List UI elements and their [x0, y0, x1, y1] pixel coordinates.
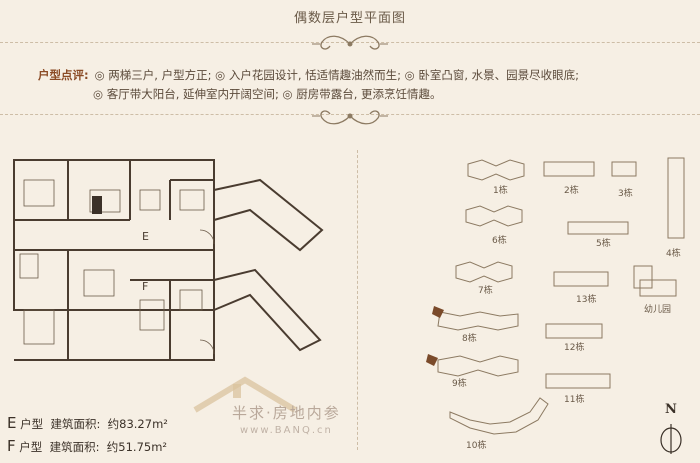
- watermark-logo-icon: [193, 376, 297, 413]
- site-plan-drawing: [426, 157, 685, 435]
- floor-plan: E F: [13, 159, 324, 361]
- unit-f-letter: F: [7, 437, 16, 455]
- watermark-url: www.BANQ.cn: [240, 425, 333, 436]
- building-9-label: 9栋: [452, 379, 467, 389]
- building-7-label: 7栋: [478, 286, 493, 296]
- unit-e-area-label: 建筑面积:: [50, 417, 101, 431]
- building-1-label: 1栋: [493, 186, 508, 196]
- compass-arrow-icon: [660, 424, 682, 454]
- building-4-label: 4栋: [666, 249, 681, 259]
- building-6-label: 6栋: [492, 236, 507, 246]
- building-5-label: 5栋: [596, 239, 611, 249]
- kindergarten-label: 幼儿园: [644, 305, 672, 315]
- site-plan: 1栋 2栋 3栋 4栋 5栋 6栋 7栋 8栋 9栋 10栋 11栋 12栋 1…: [420, 150, 700, 459]
- building-2-label: 2栋: [564, 186, 579, 196]
- building-3-label: 3栋: [618, 189, 633, 199]
- north-compass: N: [658, 402, 684, 458]
- building-13-label: 13栋: [576, 295, 597, 305]
- watermark-brand: 半求·房地内参: [232, 404, 341, 422]
- unit-f-area-value: 约51.75m²: [106, 440, 168, 454]
- unit-e-info: E 户型 建筑面积: 约83.27m²: [7, 414, 168, 432]
- unit-f-info: F 户型 建筑面积: 约51.75m²: [7, 437, 167, 455]
- unit-f-type: 户型: [19, 440, 43, 454]
- north-label: N: [665, 402, 677, 417]
- unit-e-type: 户型: [20, 417, 44, 431]
- unit-e-area-value: 约83.27m²: [107, 417, 168, 431]
- section-divider: [357, 150, 358, 450]
- review-line-1: ◎ 两梯三户, 户型方正; ◎ 入户花园设计, 恬适情趣油然而生; ◎ 卧室凸窗…: [94, 68, 580, 82]
- plan-label-f: F: [142, 280, 148, 293]
- ornament-top-icon: [312, 35, 388, 50]
- building-11-label: 11栋: [564, 395, 585, 405]
- building-12-label: 12栋: [564, 343, 585, 353]
- review-label: 户型点评:: [38, 68, 89, 82]
- review-line-2: ◎ 客厅带大阳台, 延伸室内开阔空间; ◎ 厨房带露台, 更添烹饪情趣。: [93, 87, 442, 101]
- building-10-label: 10栋: [466, 441, 487, 451]
- unit-f-area-label: 建筑面积:: [49, 440, 100, 454]
- unit-e-letter: E: [7, 414, 17, 432]
- building-8-label: 8栋: [462, 334, 477, 344]
- plan-label-e: E: [142, 230, 149, 243]
- ornament-bottom-icon: [312, 110, 388, 125]
- page-title: 偶数层户型平面图: [293, 11, 406, 26]
- unit-review: 户型点评: ◎ 两梯三户, 户型方正; ◎ 入户花园设计, 恬适情趣油然而生; ◎…: [38, 66, 678, 104]
